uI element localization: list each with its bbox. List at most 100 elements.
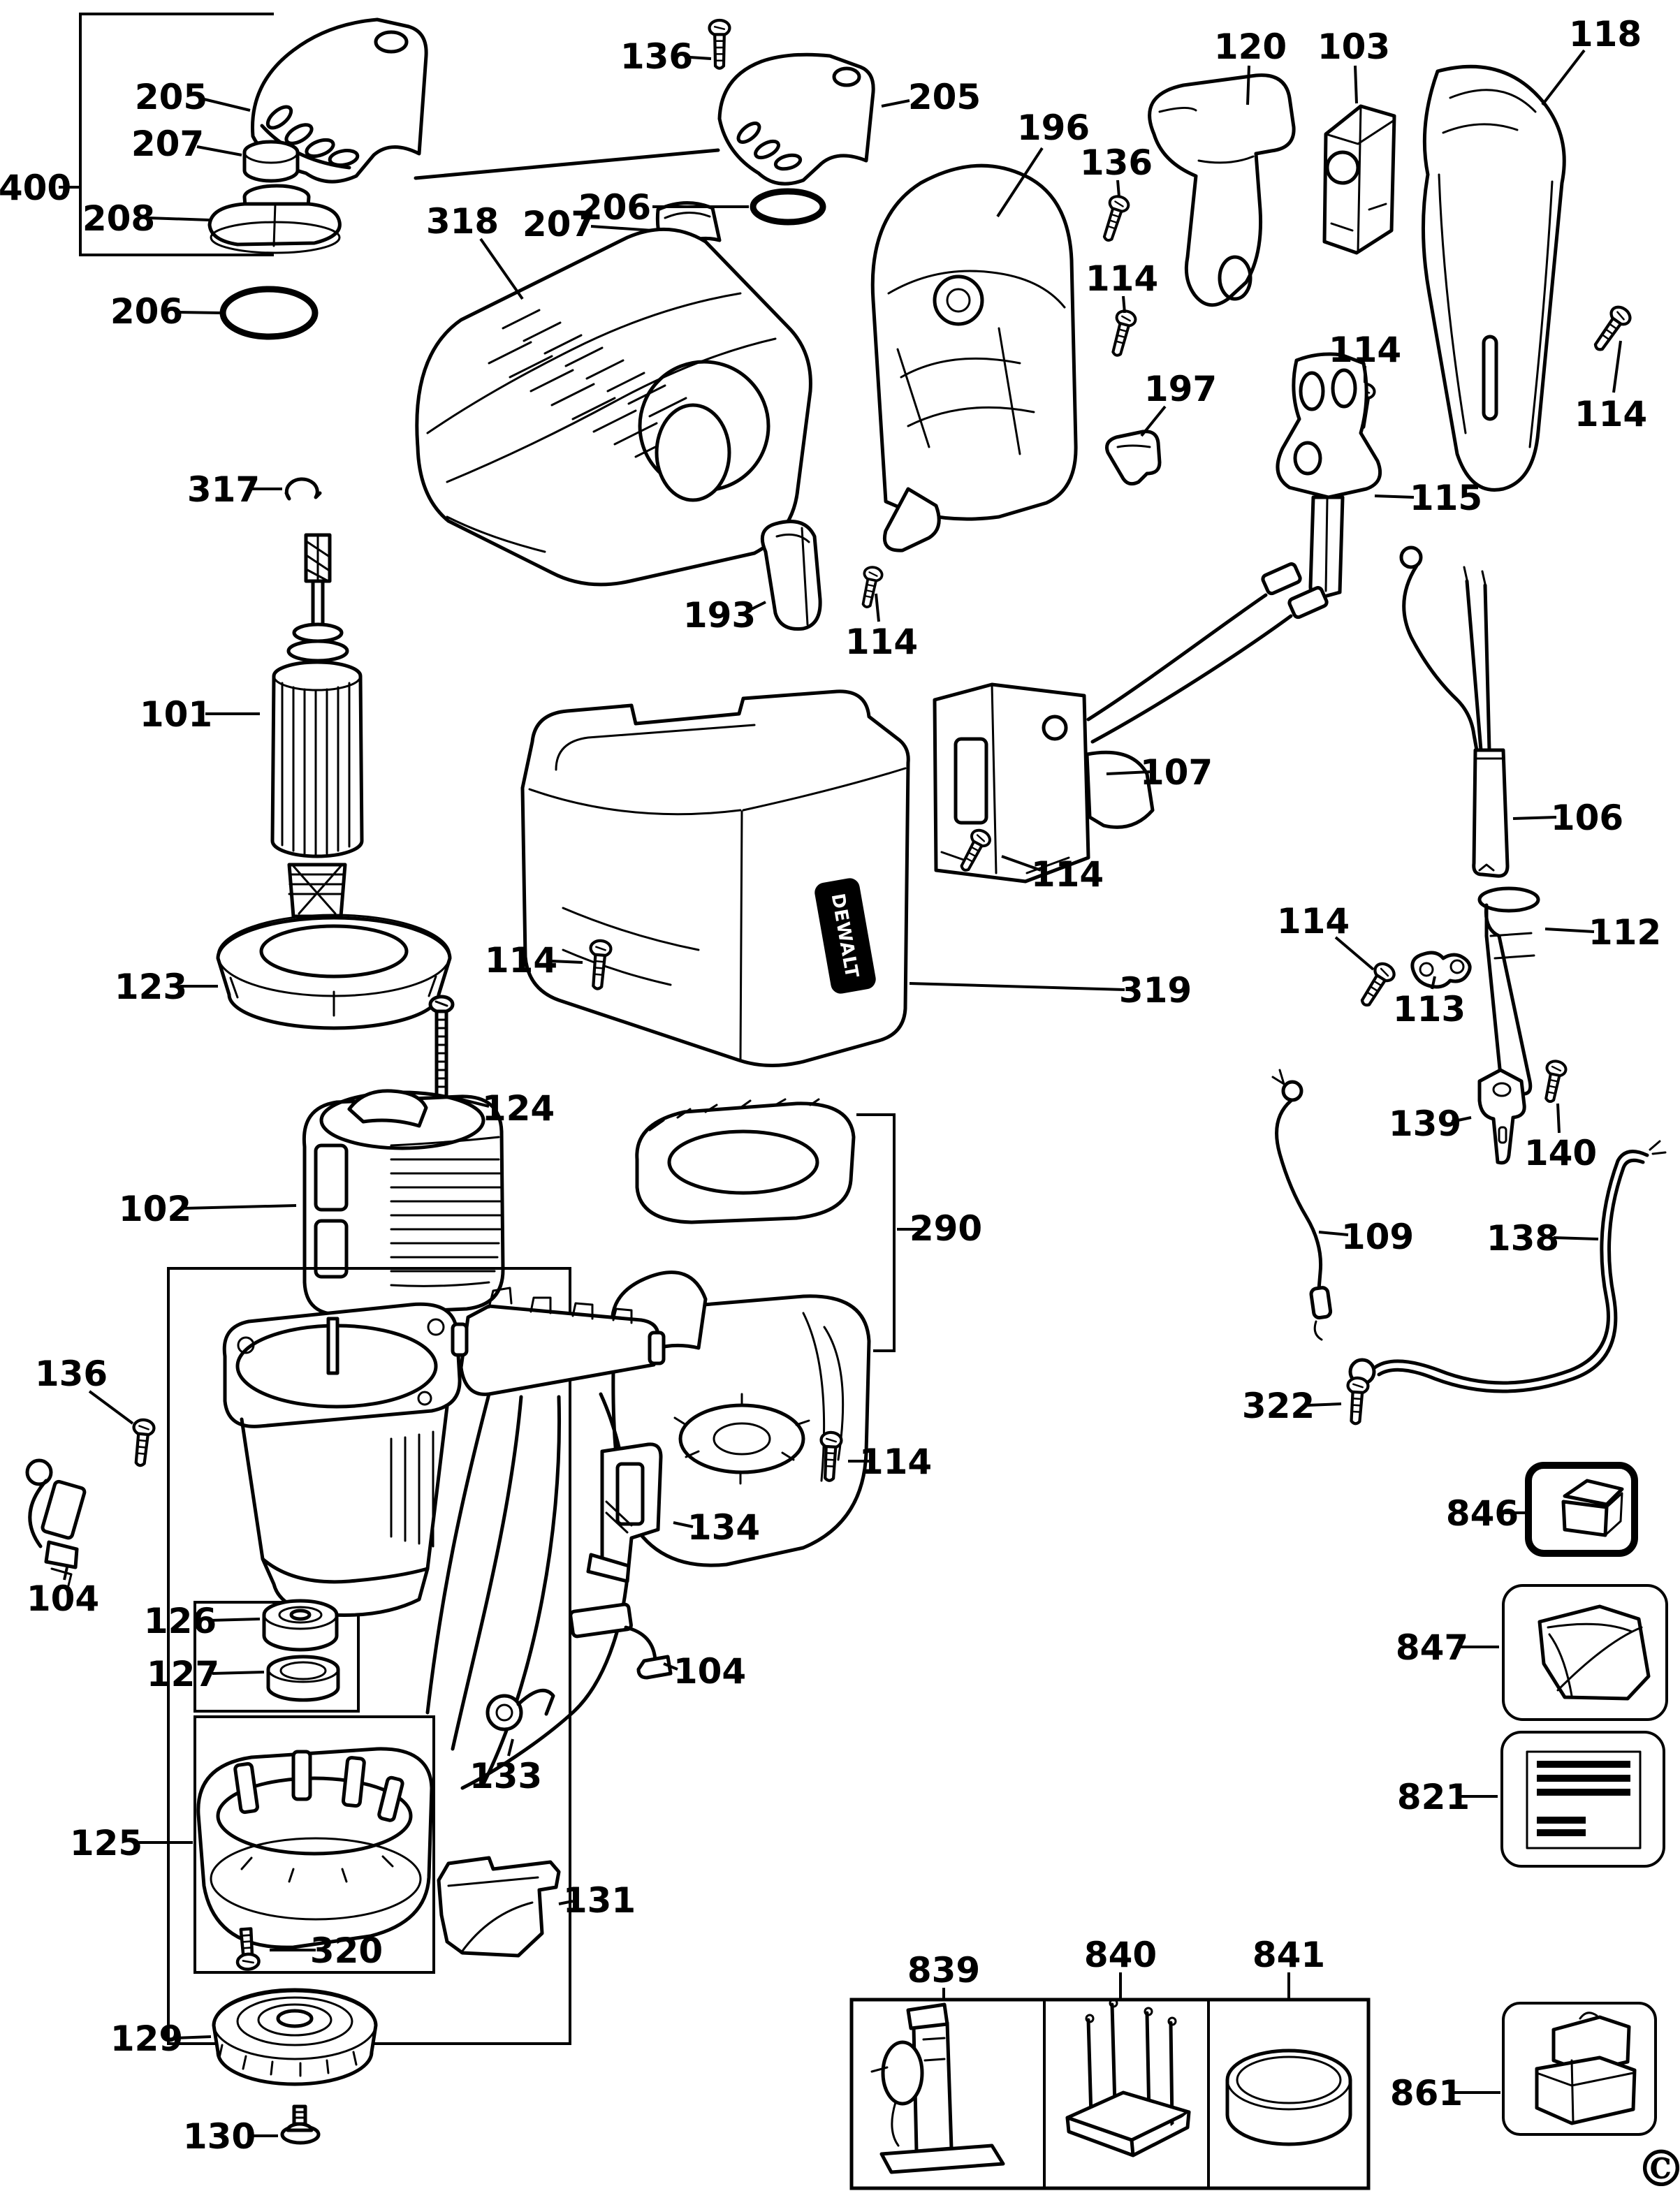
- part-129-fan: [212, 1988, 378, 2086]
- leader-line-207-2: [196, 145, 242, 156]
- leader-line-124-33: [455, 1097, 490, 1108]
- accessory-strip: [849, 1998, 1371, 2190]
- part-114-screw-d: [861, 566, 884, 608]
- callout-label-861-60: 861: [1390, 2073, 1463, 2113]
- part-118-handle-cover: [1422, 64, 1566, 492]
- callout-label-318-10: 318: [426, 201, 499, 242]
- part-140-screw: [1544, 1060, 1568, 1104]
- leader-line-104-48: [663, 1662, 678, 1671]
- part-101-armature: [270, 533, 364, 944]
- callout-label-104-46: 104: [27, 1578, 99, 1619]
- callout-label-131-54: 131: [563, 1880, 636, 1921]
- part-109-lead-wire: [1271, 1069, 1333, 1341]
- callout-label-114-26: 114: [1031, 854, 1104, 895]
- leader-line-113-30: [1431, 976, 1436, 990]
- callout-label-113-30: 113: [1393, 989, 1466, 1030]
- leader-line-127-50: [212, 1671, 265, 1675]
- leader-line-205-7: [881, 99, 910, 108]
- leader-line-139-35: [1451, 1116, 1472, 1123]
- callout-label-123-31: 123: [115, 967, 187, 1007]
- leader-line-206-4: [175, 311, 221, 314]
- callout-label-320-53: 320: [310, 1930, 383, 1971]
- part-114-screw-g: [589, 939, 613, 990]
- leader-line-106-25: [1512, 816, 1557, 820]
- callout-label-114-40: 114: [859, 1442, 932, 1482]
- callout-label-207-2: 207: [131, 124, 204, 164]
- leader-line-120-12: [1246, 65, 1250, 105]
- leader-line-136-45: [88, 1390, 134, 1425]
- part-134-brush-holder: [586, 1442, 663, 1583]
- callout-label-106-25: 106: [1551, 798, 1623, 838]
- leader-line-140-36: [1556, 1103, 1561, 1134]
- callout-label-846-42: 846: [1446, 1493, 1519, 1534]
- part-197-lever: [1105, 430, 1162, 486]
- callout-label-126-49: 126: [144, 1601, 217, 1641]
- part-317-circlip: [284, 477, 322, 501]
- part-104-brush-left: [25, 1458, 87, 1587]
- callout-label-114-20: 114: [1575, 394, 1647, 434]
- callout-label-118-14: 118: [1569, 14, 1642, 54]
- part-193-brush-cap: [760, 520, 822, 631]
- leader-line-208-3: [147, 217, 210, 221]
- callout-label-136-15: 136: [1080, 142, 1153, 183]
- callout-label-114-32: 114: [485, 940, 557, 981]
- callout-label-101-21: 101: [140, 694, 212, 735]
- callout-label-136-45: 136: [35, 1354, 108, 1394]
- callout-label-140-36: 140: [1524, 1133, 1597, 1173]
- part-motor-pot-assembly: [222, 1287, 666, 1790]
- callout-label-839-57: 839: [907, 1950, 980, 1991]
- callout-label-205-7: 205: [908, 77, 981, 117]
- leader-line-126-49: [209, 1618, 261, 1622]
- icon-821-label: [1500, 1731, 1665, 1868]
- callout-label-129-55: 129: [110, 2019, 183, 2059]
- callout-label-197-18: 197: [1144, 369, 1217, 409]
- part-205-cap-center: [717, 52, 875, 186]
- leader-line-114-23: [875, 593, 880, 622]
- assembly-bracket-290: [856, 1113, 896, 1352]
- part-103-switch: [1322, 104, 1396, 255]
- leader-line-322-41: [1307, 1402, 1342, 1407]
- callout-label-125-52: 125: [70, 1823, 143, 1863]
- part-112-cord-protector: [1477, 886, 1540, 1096]
- part-206-oring-left: [219, 286, 319, 340]
- part-130-screw: [280, 2104, 321, 2145]
- leader-line-114-26: [1001, 855, 1042, 872]
- leader-line-136-6: [689, 56, 712, 60]
- leader-line-103-13: [1354, 65, 1358, 104]
- callout-label-206-4: 206: [110, 291, 183, 332]
- part-208-disc: [207, 184, 342, 254]
- leader-line-193-22: [745, 601, 766, 613]
- callout-label-114-16: 114: [1086, 258, 1158, 299]
- leader-line-114-29: [1334, 936, 1375, 971]
- leader-line-205-0: [203, 98, 251, 112]
- icon-847-bag: [1502, 1584, 1668, 1721]
- part-114-screw-f: [1360, 962, 1396, 1007]
- part-136-screw-housing: [1102, 195, 1130, 242]
- callout-label-115-19: 115: [1410, 478, 1482, 518]
- part-126-bearing: [262, 1599, 339, 1652]
- part-115-latch: [1276, 352, 1382, 599]
- part-125-brush-ring: [196, 1747, 434, 1949]
- callout-label-134-47: 134: [687, 1507, 760, 1548]
- part-196-housing-half: [870, 163, 1078, 552]
- callout-label-127-50: 127: [147, 1654, 219, 1694]
- part-104-brush-right: [569, 1602, 673, 1680]
- leader-line-318-10: [479, 237, 524, 300]
- callout-label-322-41: 322: [1242, 1386, 1315, 1426]
- leader-line-207-8: [590, 225, 653, 232]
- leader-line-115-19: [1374, 494, 1415, 499]
- callout-label-114-29: 114: [1277, 901, 1350, 942]
- leader-line-138-38: [1553, 1236, 1599, 1240]
- callout-label-205-0: 205: [135, 77, 207, 117]
- part-138-ground-cable: [1348, 1140, 1667, 1393]
- part-318-motor-cover: [415, 227, 812, 587]
- bearing-box: [193, 1601, 360, 1713]
- callout-label-133-51: 133: [469, 1756, 542, 1796]
- icon-861-toolbox: [1502, 2002, 1657, 2136]
- part-319-shroud: DEWALT: [520, 689, 910, 1067]
- callout-label-206-9: 206: [578, 187, 651, 228]
- leader-line-118-14: [1541, 49, 1586, 106]
- callout-label-130-56: 130: [183, 2116, 256, 2157]
